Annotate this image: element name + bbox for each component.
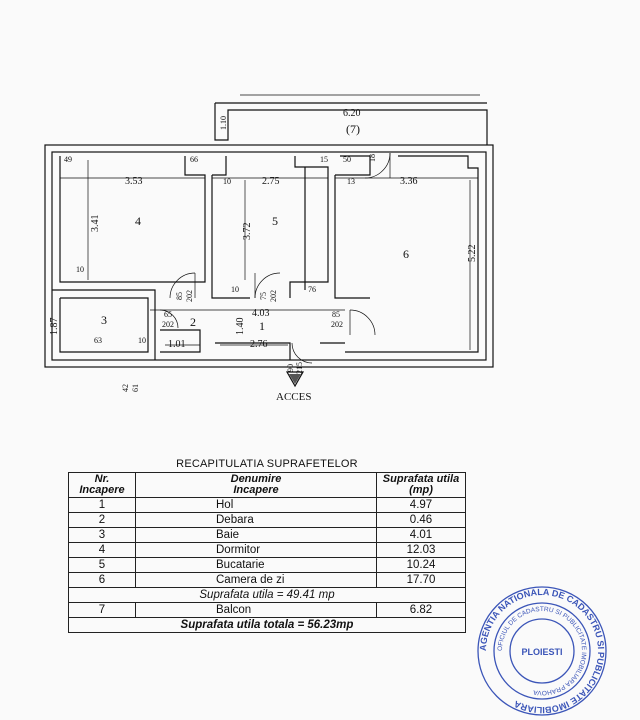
dim-label: 10 bbox=[231, 285, 239, 294]
dim-label: 3.72 bbox=[242, 223, 253, 241]
total-row: Suprafata utila totala = 56.23mp bbox=[68, 617, 466, 633]
dim-label: 66 bbox=[190, 155, 198, 164]
header-name: Denumire Incapere bbox=[135, 472, 377, 498]
dim-label: 2.75 bbox=[262, 176, 280, 187]
room-label-7: (7) bbox=[346, 122, 360, 136]
balcony-outline bbox=[214, 103, 488, 145]
table-title: RECAPITULATIA SUPRAFETELOR bbox=[176, 458, 358, 470]
dim-label: 5.22 bbox=[467, 245, 478, 263]
dim-label: 13 bbox=[347, 177, 355, 186]
dim-label: 49 bbox=[64, 155, 72, 164]
dim-label: 63 bbox=[94, 336, 102, 345]
dim-label: 15 bbox=[320, 155, 328, 164]
dim-label: 1.10 bbox=[219, 116, 228, 130]
door-dim: 202 bbox=[185, 290, 194, 302]
header-nr: Nr. Incapere bbox=[68, 472, 136, 498]
door-dim: 90 bbox=[286, 364, 295, 372]
door-dim: 202 bbox=[269, 290, 278, 302]
dim-label: 1.40 bbox=[235, 318, 246, 336]
dim-label: 18 bbox=[368, 154, 377, 162]
dim-label: 6.20 bbox=[343, 108, 361, 119]
dim-label: 4.03 bbox=[252, 308, 270, 319]
area-table: Nr. Incapere Denumire Incapere Suprafata… bbox=[68, 472, 466, 633]
dim-label: 3.53 bbox=[125, 176, 143, 187]
window-dim: 61 bbox=[131, 384, 140, 392]
dim-label: 1.01 bbox=[168, 339, 186, 350]
svg-text:PLOIESTI: PLOIESTI bbox=[521, 647, 562, 657]
floor-plan: 4 5 6 3 2 1 (7) 6.20 3.53 2.75 3.36 10 1… bbox=[44, 94, 494, 403]
official-stamp-seal: AGENTIA NATIONALA DE CADASTRU SI PUBLICI… bbox=[477, 586, 607, 716]
dim-label: 1.87 bbox=[49, 318, 60, 336]
dim-label: 50 bbox=[343, 155, 351, 164]
door-dim: 202 bbox=[331, 320, 343, 329]
dim-label: 10 bbox=[138, 336, 146, 345]
dim-label: 2.76 bbox=[250, 339, 268, 350]
door-dim: 85 bbox=[175, 292, 184, 300]
dim-label: 10 bbox=[76, 265, 84, 274]
room-label-2: 2 bbox=[190, 315, 196, 329]
dim-label: 3.41 bbox=[90, 215, 101, 233]
access-label: ACCES bbox=[276, 391, 311, 403]
door-dim: 85 bbox=[332, 310, 340, 319]
access-arrow-icon bbox=[285, 371, 305, 388]
dim-label: 10 bbox=[223, 177, 231, 186]
header-area: Suprafata utila (mp) bbox=[376, 472, 466, 498]
room-label-1: 1 bbox=[259, 319, 265, 333]
table-header-row: Nr. Incapere Denumire Incapere Suprafata… bbox=[68, 472, 466, 498]
window-dim: 42 bbox=[121, 384, 130, 392]
outer-wall bbox=[44, 144, 494, 368]
room-label-5: 5 bbox=[272, 214, 278, 228]
room-label-3: 3 bbox=[101, 313, 107, 327]
door-dim: 75 bbox=[259, 292, 268, 300]
door-dim: 202 bbox=[162, 320, 174, 329]
dim-label: 3.36 bbox=[400, 176, 418, 187]
room-label-6: 6 bbox=[403, 247, 409, 261]
door-dim: 215 bbox=[295, 362, 304, 374]
dim-label: 76 bbox=[308, 285, 316, 294]
subtotal-row: Suprafata utila = 49.41 mp bbox=[68, 587, 466, 603]
door-dim: 65 bbox=[164, 310, 172, 319]
room-label-4: 4 bbox=[135, 214, 141, 228]
